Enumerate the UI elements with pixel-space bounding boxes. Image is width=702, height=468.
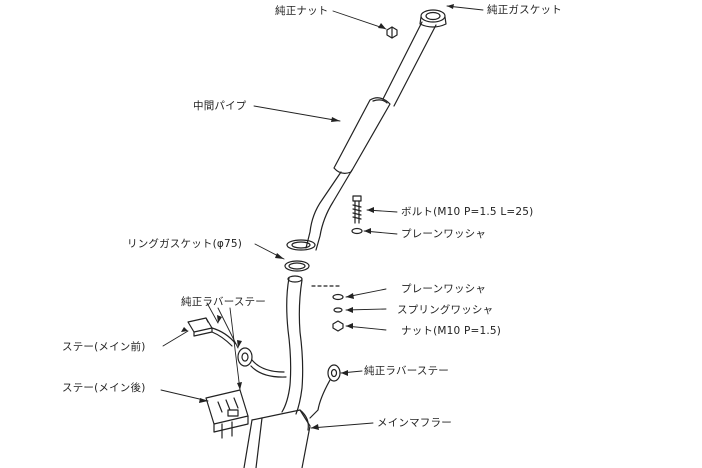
- label-bolt: ボルト(M10 P=1.5 L=25): [401, 206, 534, 218]
- label-nut: ナット(M10 P=1.5): [401, 325, 502, 337]
- label-stay-main-front: ステー(メイン前): [62, 341, 146, 353]
- left-rubber-stay-drawing: [237, 347, 287, 378]
- stay-front-drawing: [187, 317, 237, 347]
- label-oem-nut: 純正ナット: [275, 5, 329, 17]
- label-stay-main-rear: ステー(メイン後): [62, 382, 146, 394]
- oem-nut-drawing: [386, 26, 398, 39]
- label-center-pipe: 中間パイプ: [193, 100, 247, 112]
- label-oem-gasket: 純正ガスケット: [487, 4, 562, 16]
- arrowheads: [181, 4, 454, 430]
- label-ring-gasket: リングガスケット(φ75): [127, 238, 243, 250]
- main-muffler-drawing: [243, 409, 311, 468]
- label-plain-washer-upper: プレーンワッシャ: [401, 228, 487, 240]
- label-oem-rubber-stay-right: 純正ラバーステー: [364, 365, 449, 377]
- lower-hardware-drawing: [311, 285, 344, 332]
- stay-rear-drawing: [205, 389, 249, 439]
- top-flange-drawing: [419, 9, 447, 28]
- label-main-muffler: メインマフラー: [377, 417, 452, 429]
- label-oem-rubber-stay-left: 純正ラバーステー: [181, 296, 266, 308]
- center-pipe-drawing: [286, 21, 437, 251]
- label-plain-washer-lower: プレーンワッシャ: [401, 283, 487, 295]
- bolt-drawing: [351, 195, 363, 235]
- right-rubber-stay-drawing: [309, 364, 341, 419]
- ring-gasket-drawing: [284, 260, 310, 272]
- label-spring-washer: スプリングワッシャ: [397, 304, 494, 316]
- muffler-inlet-pipe-drawing: [281, 275, 304, 415]
- leader-lines: [160, 5, 484, 429]
